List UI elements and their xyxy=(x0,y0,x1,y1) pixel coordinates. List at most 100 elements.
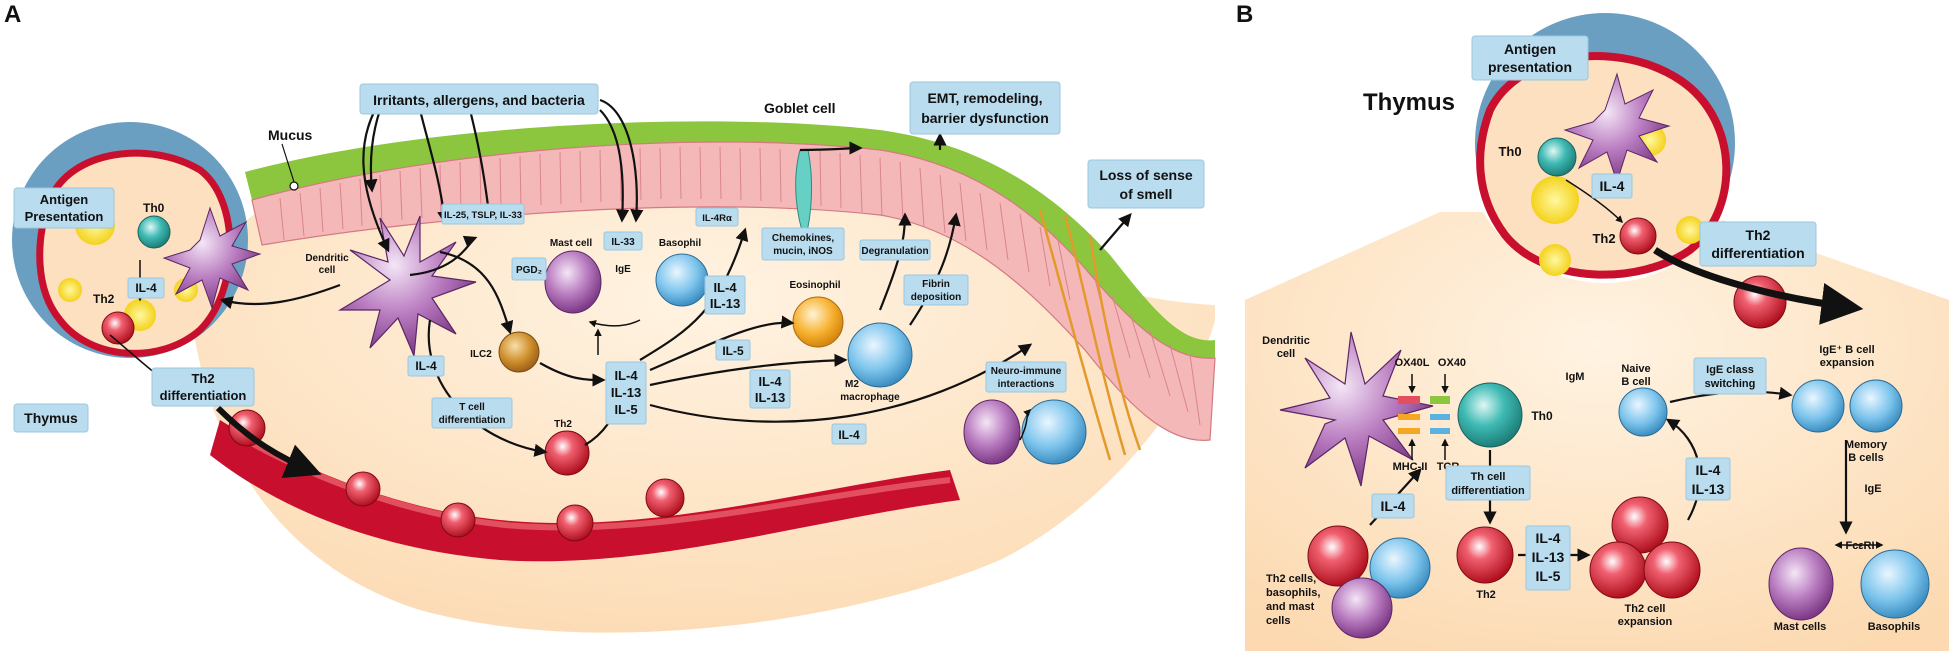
ige-switch-line1: IgE class xyxy=(1706,364,1754,376)
panel-a-labels: Irritants, allergens, and bacteria Mucus… xyxy=(13,81,1205,445)
th2-expansion-icons xyxy=(1589,496,1701,599)
panel-a: A xyxy=(4,1,1216,633)
il4-il13-b-line1: IL-4 xyxy=(1696,462,1721,478)
mhc-label: MHC-II xyxy=(1393,461,1428,473)
th2-cells-group-th2-icon xyxy=(1307,525,1369,587)
dendritic-b-line2: cell xyxy=(1277,348,1295,360)
neuro-box xyxy=(985,361,1067,393)
m2-macrophage-icon xyxy=(847,322,913,388)
antigen-presentation-b-line1: Antigen xyxy=(1504,41,1556,57)
emt-box xyxy=(909,81,1061,135)
ige-b-label: IgE xyxy=(1864,483,1881,495)
il4ra-label: IL-4Rα xyxy=(702,213,732,224)
il4-il13-b-line1: IL-4 xyxy=(758,374,782,389)
il4-long-label: IL-4 xyxy=(838,428,860,442)
dendritic-a-line1: Dendritic xyxy=(305,253,349,264)
mast-cell-b-icon xyxy=(1768,547,1834,621)
th-diff-b-box xyxy=(1445,465,1531,501)
vessel-red-cells xyxy=(228,409,685,542)
ige-a-label: IgE xyxy=(615,264,631,275)
thymus-b-th2-icon xyxy=(1619,217,1657,255)
th0-b-label: Th0 xyxy=(1531,409,1553,423)
th-diff-b-line1: Th cell xyxy=(1471,471,1506,483)
mast-cells-b-label: Mast cells xyxy=(1774,621,1827,633)
dendritic-cell-a-icon xyxy=(337,215,477,357)
emt-label-line2: barrier dysfunction xyxy=(921,110,1049,126)
antigen-presentation-b-box xyxy=(1471,35,1589,81)
igm-label: IgM xyxy=(1566,371,1585,383)
il4-left-b-box xyxy=(1371,493,1415,519)
tcell-diff-box xyxy=(431,397,513,429)
pgd2-box xyxy=(511,257,547,281)
loss-smell-line2: of smell xyxy=(1120,186,1173,202)
il4-il13-a-line2: IL-13 xyxy=(710,296,740,311)
il4-il13-a-box xyxy=(704,275,746,315)
olfactory-neurons-icon xyxy=(1038,209,1142,461)
emt-label-line1: EMT, remodeling, xyxy=(927,90,1042,106)
th2-cells-group-basophil-icon xyxy=(1369,537,1431,599)
th2-diff-b-line2: differentiation xyxy=(1711,245,1804,261)
th2-diff-a-line2: differentiation xyxy=(160,388,247,403)
il4-dc-label: IL-4 xyxy=(415,359,437,373)
memory-b-cell-1-icon xyxy=(1791,379,1845,433)
il4ra-box xyxy=(695,207,739,227)
m2-line1: M2 xyxy=(845,379,859,390)
il4-left-b-label: IL-4 xyxy=(1381,498,1406,514)
chemokines-line1: Chemokines, xyxy=(772,233,834,244)
th2-diff-a-line1: Th2 xyxy=(191,371,214,386)
il4-il13-b-line2: IL-13 xyxy=(1692,481,1725,497)
thymus-a-th2-icon xyxy=(101,311,135,345)
irritants-label: Irritants, allergens, and bacteria xyxy=(373,92,585,108)
irritants-box xyxy=(359,83,599,115)
cytokines-b-box xyxy=(1525,525,1571,591)
antigen-presentation-a-line2: Presentation xyxy=(25,209,104,224)
cytokines-a-line2: IL-13 xyxy=(611,385,641,400)
thymus-b-exit-arrow xyxy=(1653,247,1864,325)
th0-b-icon xyxy=(1457,382,1523,448)
th2-top-label: Th2 xyxy=(1592,231,1615,246)
antigen-presentation-b-line2: presentation xyxy=(1488,59,1572,75)
il4-top-label: IL-4 xyxy=(1600,178,1625,194)
th2-tissue-label: Th2 xyxy=(554,419,572,430)
neuro-mast-cell-icon xyxy=(963,399,1021,465)
fibrin-line1: Fibrin xyxy=(922,279,950,290)
neuro-basophil-icon xyxy=(1021,399,1087,465)
loss-smell-line1: Loss of sense xyxy=(1099,167,1193,183)
cells-group-line3: and mast xyxy=(1266,601,1315,613)
mucus-pointer-line xyxy=(281,143,295,183)
mucus-label: Mucus xyxy=(268,127,313,143)
panel-b: B xyxy=(1236,1,1949,651)
naive-b-cell-icon xyxy=(1618,387,1668,437)
naive-b-line2: B cell xyxy=(1621,376,1650,388)
memory-b-cell-2-icon xyxy=(1849,379,1903,433)
il4-top-box xyxy=(1591,173,1633,199)
panel-b-labels: Thymus Antigen presentation Th0 IL-4 Th2… xyxy=(1262,35,1920,633)
panel-a-arrows xyxy=(109,98,1132,457)
synapse-receptors xyxy=(1398,396,1450,434)
th0-top-label: Th0 xyxy=(1498,144,1521,159)
tcell-diff-line1: T cell xyxy=(459,402,485,413)
eosinophil-label: Eosinophil xyxy=(789,280,840,291)
basophil-a-label: Basophil xyxy=(659,238,701,249)
fibrin-line2: deposition xyxy=(911,292,962,303)
thymus-a-label: Thymus xyxy=(24,410,78,426)
th2-cells-group-mast-icon xyxy=(1331,577,1393,639)
panel-b-letter: B xyxy=(1236,1,1253,28)
th2-expansion-line2: expansion xyxy=(1618,616,1673,628)
il4-thymus-a-label: IL-4 xyxy=(135,281,157,295)
memory-b-line2: B cells xyxy=(1848,452,1883,464)
thymus-a-box xyxy=(13,403,89,433)
antigen-presentation-a-box xyxy=(13,187,115,229)
ox40-label: OX40 xyxy=(1438,357,1466,369)
th2-expansion-line1: Th2 cell xyxy=(1625,603,1666,615)
il25-label: IL-25, TSLP, IL-33 xyxy=(444,210,522,221)
mucus-pointer-dot xyxy=(289,181,299,191)
degranulation-box xyxy=(859,239,931,261)
neuro-line2: interactions xyxy=(998,379,1055,390)
mast-cell-a-icon xyxy=(544,250,602,314)
neuro-line1: Neuro-immune xyxy=(991,366,1062,377)
dendritic-a-line2: cell xyxy=(319,265,336,276)
ige-expansion-line1: IgE⁺ B cell xyxy=(1819,344,1874,356)
cells-group-line1: Th2 cells, xyxy=(1266,573,1316,585)
cells-group-line2: basophils, xyxy=(1266,587,1320,599)
